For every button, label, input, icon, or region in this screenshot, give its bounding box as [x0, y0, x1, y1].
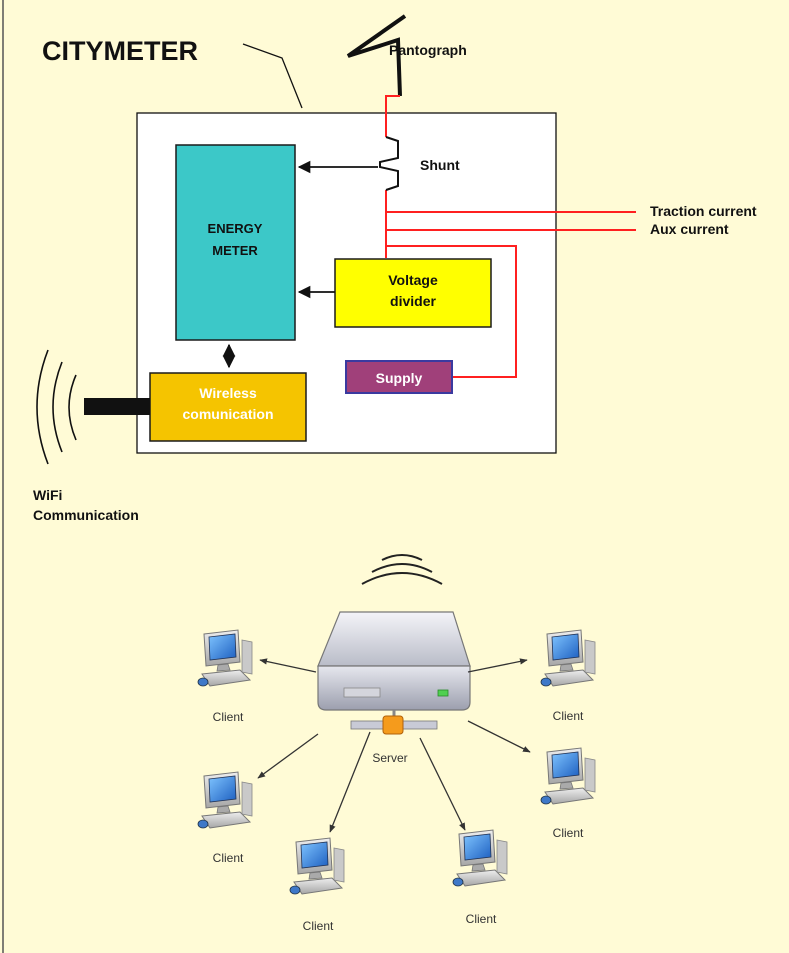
- traction-current-label: Traction current: [650, 203, 757, 219]
- client-mid-right: Client: [540, 747, 596, 840]
- pantograph-symbol: [346, 14, 407, 97]
- server-icon: [317, 611, 471, 735]
- energy-meter-label-line2: METER: [212, 243, 258, 258]
- voltage-divider-label-line1: Voltage: [388, 272, 438, 288]
- wireless-label-line1: Wireless: [199, 385, 257, 401]
- energy-meter-label-line1: ENERGY: [208, 221, 263, 236]
- title-leader-line: [242, 43, 303, 109]
- shunt-label: Shunt: [420, 157, 460, 173]
- server-signal-arcs: [361, 554, 443, 585]
- client-label: Client: [213, 851, 244, 865]
- client-label: Client: [553, 826, 584, 840]
- client-label: Client: [553, 709, 584, 723]
- antenna: [84, 398, 150, 415]
- wireless-block: [149, 372, 307, 442]
- voltage-divider-label-line2: divider: [390, 293, 436, 309]
- client-bottom-right: Client: [452, 829, 508, 926]
- client-label: Client: [466, 912, 497, 926]
- wifi-label-line2: Communication: [33, 507, 139, 523]
- supply-label: Supply: [376, 370, 423, 386]
- page-title: CITYMETER: [42, 36, 198, 66]
- client-label: Client: [213, 710, 244, 724]
- supply-block: [345, 360, 453, 394]
- client-bottom-left: Client: [289, 837, 345, 933]
- aux-current-label: Aux current: [650, 221, 729, 237]
- client-mid-left: Client: [197, 771, 253, 865]
- client-top-left: Client: [197, 629, 253, 724]
- red-wiring: [385, 95, 636, 378]
- wireless-label-line2: comunication: [182, 406, 273, 422]
- wifi-label-line1: WiFi: [33, 487, 62, 503]
- pantograph-label: Pantograph: [389, 42, 467, 58]
- voltage-divider-block: [334, 258, 492, 328]
- shunt-symbol: [379, 136, 399, 191]
- client-top-right: Client: [540, 629, 596, 723]
- energy-meter-block: [175, 144, 296, 341]
- client-label: Client: [303, 919, 334, 933]
- antenna-signal-arcs: [36, 349, 77, 465]
- network-arrows: [257, 658, 531, 833]
- server-label: Server: [372, 751, 407, 765]
